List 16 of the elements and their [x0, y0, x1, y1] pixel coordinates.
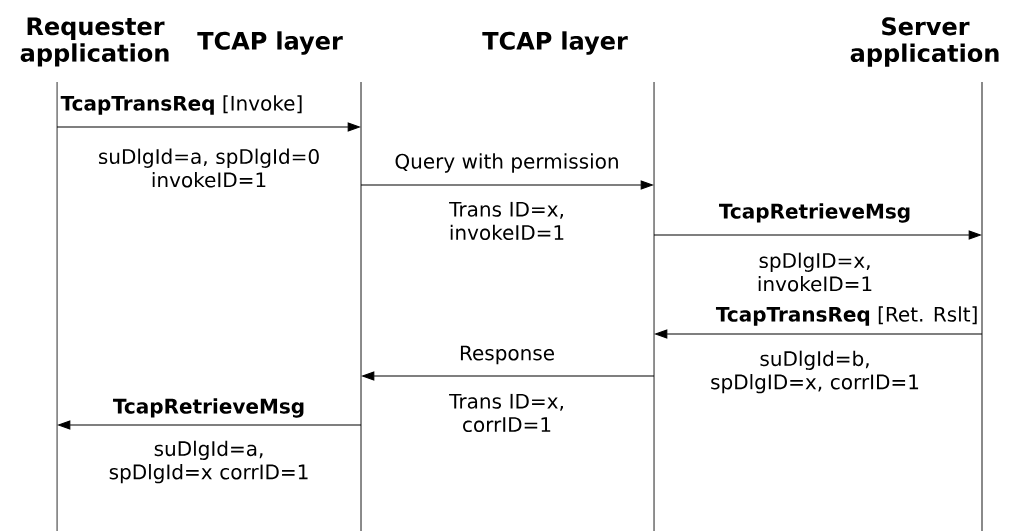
message-label: TcapTransReq [Ret. Rslt] — [714, 305, 980, 327]
participant-label: TCAP layer — [482, 31, 628, 55]
message-label: TcapTransReq [Invoke] — [59, 94, 305, 116]
message-label: Query with permission — [393, 152, 621, 174]
message-label: TcapRetrieveMsg — [111, 396, 307, 420]
parameter-text: Trans ID=x, invokeID=1 — [449, 201, 564, 241]
parameter-text: Trans ID=x, corrID=1 — [449, 393, 563, 433]
parameter-text: suDlgId=a, spDlgId=0 invokeID=1 — [99, 148, 319, 188]
parameter-text: suDlgId=a, spDlgId=x corrID=1 — [109, 440, 308, 484]
participant-label: Requester application — [20, 17, 169, 67]
parameter-text: spDlgID=x, invokeID=1 — [758, 252, 872, 292]
message-label: Response — [457, 344, 557, 366]
message-label: TcapRetrieveMsg — [717, 201, 913, 225]
participant-label: TCAP layer — [197, 31, 343, 55]
parameter-text: suDlgId=b, spDlgID=x, corrID=1 — [711, 350, 919, 394]
participant-label: Server application — [850, 17, 999, 67]
